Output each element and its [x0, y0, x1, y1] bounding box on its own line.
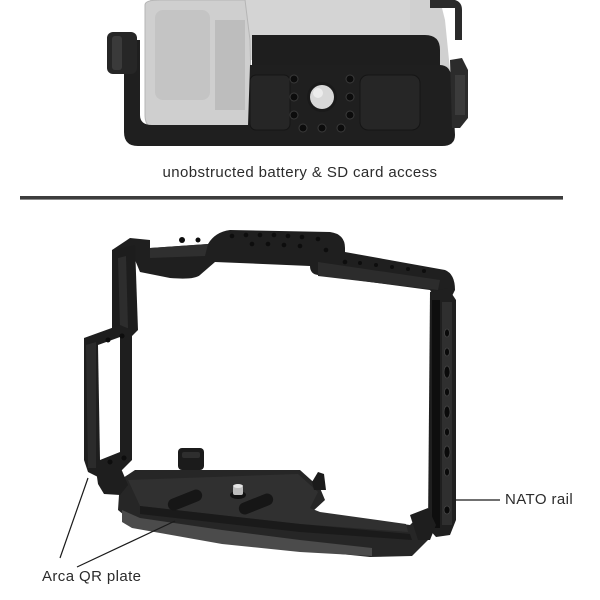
nato-rail-label: NATO rail [505, 491, 574, 508]
callout-lines [59, 477, 500, 568]
top-cage-photo [107, 0, 468, 146]
arca-qr-plate-label: Arca QR plate [42, 568, 142, 585]
section-divider [20, 196, 563, 200]
battery-access-caption: unobstructed battery & SD card access [162, 164, 438, 181]
bottom-cage-photo [84, 230, 456, 557]
arca-plate-callout-line [76, 520, 176, 568]
arca-left-callout-line [59, 477, 89, 559]
